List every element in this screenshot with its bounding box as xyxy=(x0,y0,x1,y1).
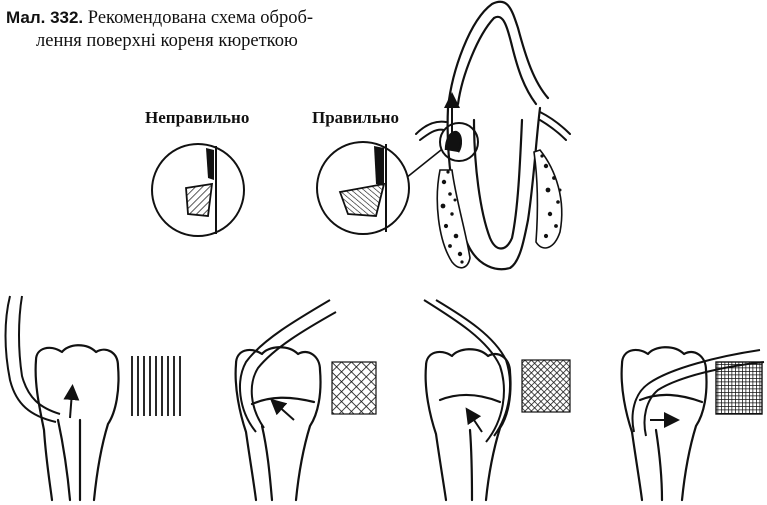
curette-3 xyxy=(423,299,511,443)
caption-line-1: Рекомендована схема оброб- xyxy=(83,8,314,28)
alveolar-bone xyxy=(436,149,563,269)
detail-incorrect xyxy=(151,143,245,237)
curette-1 xyxy=(4,295,80,423)
magnify-circle xyxy=(439,122,479,162)
label-incorrect: Неправильно xyxy=(145,108,250,127)
molar-4 xyxy=(620,346,708,502)
stroke-pattern-crosshatch xyxy=(331,361,377,415)
stroke-pattern-vertical xyxy=(131,356,181,416)
detail-correct xyxy=(316,141,410,235)
molar-2 xyxy=(234,346,322,502)
label-correct: Правильно xyxy=(312,108,399,127)
curette-in-pocket xyxy=(444,92,462,153)
tooth-cross-section xyxy=(446,0,550,271)
molar-1 xyxy=(34,344,120,502)
caption-number: Мал. 332. xyxy=(6,8,84,27)
gingiva xyxy=(415,111,571,141)
leader-line xyxy=(405,149,442,179)
stroke-pattern-fine-crosshatch xyxy=(521,359,571,413)
curette-2 xyxy=(239,299,337,433)
stroke-pattern-dense-crosshatch xyxy=(715,361,763,415)
figure-caption: Мал. 332. Рекомендована схема оброб- лен… xyxy=(6,6,351,53)
caption-line-2: лення поверхні кореня кюреткою xyxy=(36,31,298,51)
